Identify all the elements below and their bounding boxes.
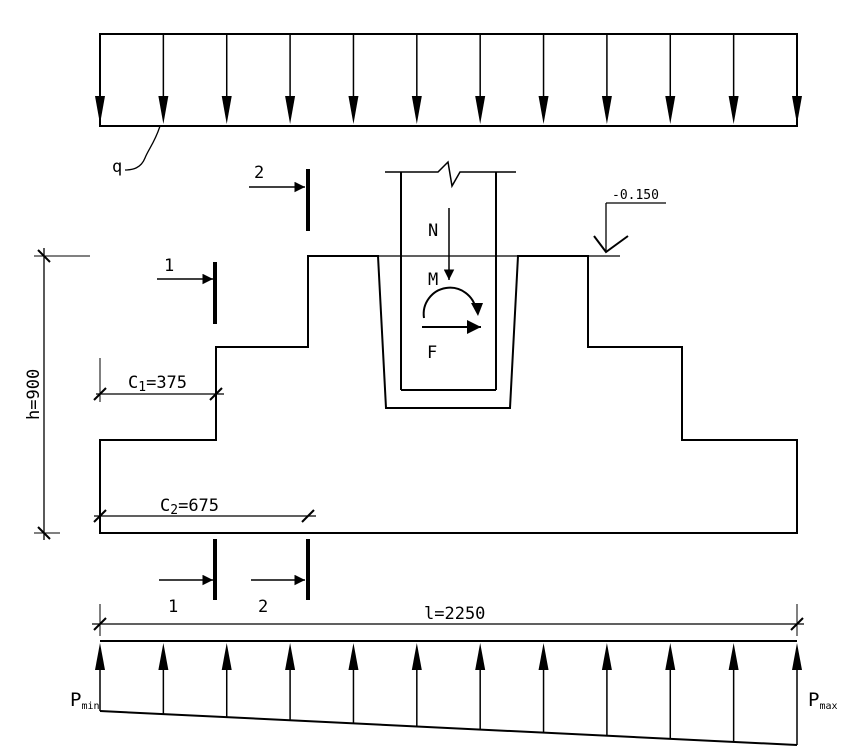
- c1-dimension: C1=375: [93, 358, 224, 402]
- pressure-arrow: [411, 643, 422, 727]
- pressure-arrow: [158, 643, 169, 715]
- pressure-arrow: [601, 643, 612, 736]
- height-tick-bottom: [37, 526, 51, 540]
- elevation-mark: -0.150: [584, 188, 666, 257]
- stepped-footing: [99, 255, 798, 534]
- top-load-arrow: [538, 34, 549, 124]
- elevation-triangle: [593, 235, 629, 254]
- c1-label: C1=375: [128, 373, 187, 395]
- c2-tick-left: [93, 509, 107, 523]
- pressure-arrow: [348, 643, 359, 724]
- top-load-frame: [99, 33, 798, 127]
- height-tick-top: [37, 249, 51, 263]
- length-tick-left: [93, 617, 107, 631]
- section-marks: 1 2 1 2: [157, 163, 310, 617]
- pressure-bottom-line: [99, 710, 798, 746]
- top-load-arrow: [285, 34, 296, 124]
- section-2-upper-label: 2: [254, 163, 264, 183]
- section-2-lower-label: 2: [258, 597, 268, 617]
- top-load-arrow: [665, 34, 676, 124]
- column: [385, 160, 516, 391]
- pressure-arrows: [95, 643, 802, 745]
- height-dimension: h=900: [24, 248, 90, 540]
- c2-tick-right: [301, 509, 315, 523]
- top-load-arrow: [158, 34, 169, 124]
- force-n-label: N: [428, 221, 438, 241]
- top-load-arrows: [95, 34, 802, 124]
- length-tick-right: [790, 617, 804, 631]
- q-label: q: [112, 157, 122, 177]
- top-load-arrow: [792, 34, 802, 124]
- top-distributed-load: q: [95, 33, 802, 177]
- top-load-arrow: [221, 34, 232, 124]
- pressure-arrow: [95, 643, 105, 711]
- c2-dimension: C2=675: [93, 496, 316, 523]
- pressure-arrow: [221, 643, 232, 718]
- height-label: h=900: [24, 369, 44, 420]
- applied-forces: N M F: [422, 208, 483, 363]
- top-load-arrow: [728, 34, 739, 124]
- top-load-arrow: [475, 34, 486, 124]
- section-1-lower-label: 1: [168, 597, 178, 617]
- top-load-arrow: [411, 34, 422, 124]
- c1-tick-left: [93, 387, 107, 401]
- section-1-upper-label: 1: [164, 256, 174, 276]
- moment-m-label: M: [428, 270, 438, 290]
- length-dimension: l=2250: [92, 604, 804, 636]
- q-leader-line: [124, 125, 161, 171]
- elevation-label: -0.150: [612, 188, 659, 203]
- top-load-arrow: [95, 34, 105, 124]
- top-load-arrow: [348, 34, 359, 124]
- c1-tick-right: [209, 387, 223, 401]
- soil-pressure-diagram: Pmin Pmax: [70, 640, 838, 746]
- c2-label: C2=675: [160, 496, 219, 518]
- force-f-label: F: [427, 343, 437, 363]
- pressure-arrow: [792, 643, 802, 745]
- pressure-arrow: [538, 643, 549, 733]
- pressure-arrow: [475, 643, 486, 730]
- top-load-arrow: [601, 34, 612, 124]
- moment-arc: [422, 286, 477, 319]
- p-min-label: Pmin: [70, 689, 100, 712]
- p-max-label: Pmax: [808, 689, 838, 712]
- pressure-arrow: [728, 643, 739, 742]
- column-break-line: [385, 160, 516, 189]
- length-label: l=2250: [424, 604, 485, 624]
- moment-arrowhead: [471, 303, 483, 316]
- pressure-arrow: [665, 643, 676, 739]
- pressure-arrow: [285, 643, 296, 721]
